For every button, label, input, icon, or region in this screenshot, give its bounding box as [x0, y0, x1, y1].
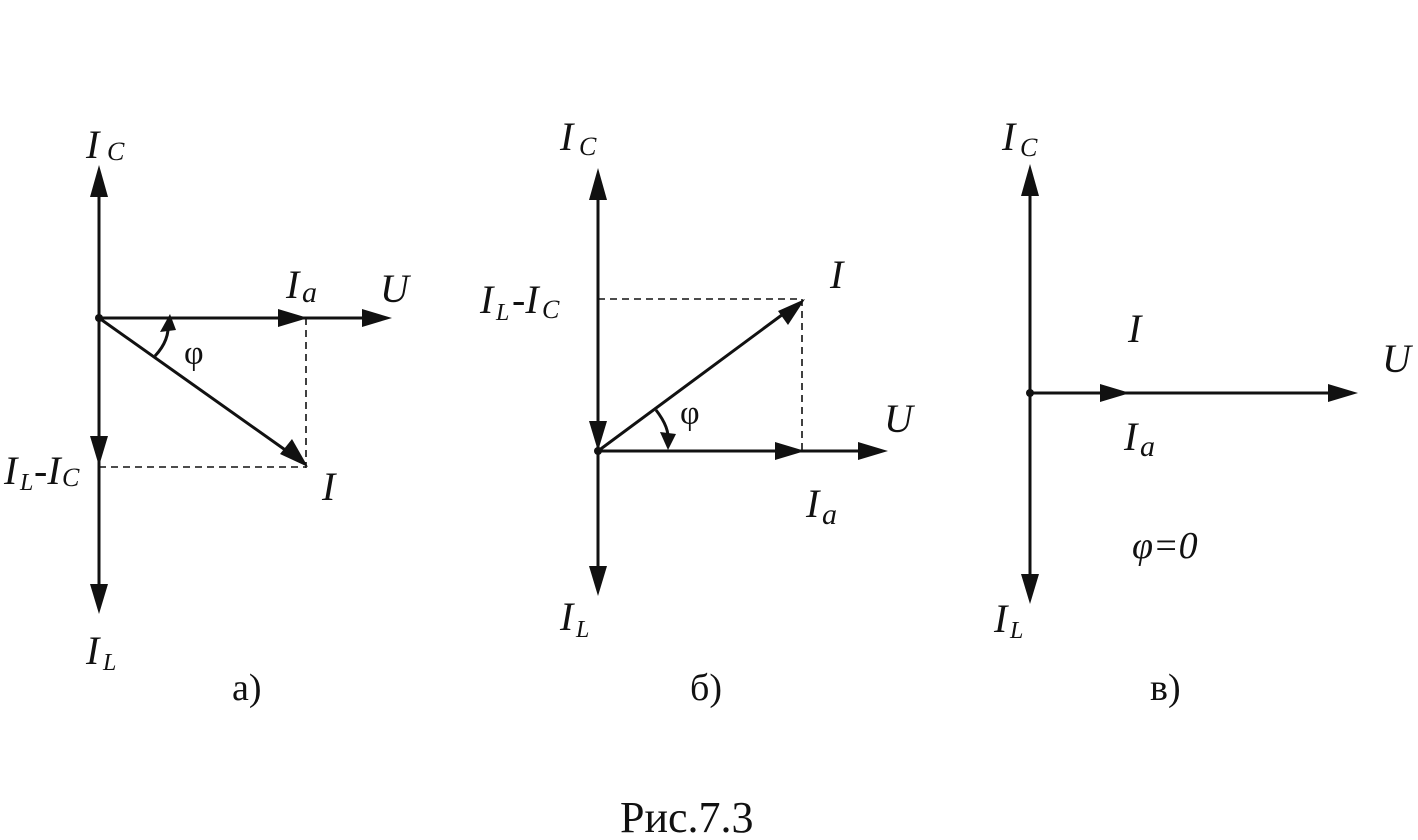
- panel-b: I C I L I U I a φ I L -I C б): [479, 114, 916, 709]
- label-ia-b: I: [805, 481, 821, 526]
- phi-arrowhead-a: [160, 314, 176, 332]
- arrowhead-ia-b: [775, 442, 805, 460]
- label-ia-sub-b: a: [822, 498, 837, 531]
- arrowhead-i-a: [280, 439, 308, 467]
- arrowhead-ic-a: [90, 165, 108, 197]
- label-il-sub-a: L: [102, 650, 116, 676]
- label-phi-a: φ: [184, 335, 204, 372]
- caption-c: в): [1150, 667, 1181, 709]
- arrowhead-u-b: [858, 442, 888, 460]
- label-phi-zero-c: φ=0: [1132, 525, 1198, 567]
- label-il-c: I: [993, 596, 1009, 641]
- label-diff-sub1-b: L: [495, 300, 509, 326]
- origin-b: [594, 447, 602, 455]
- label-ic-b: I: [559, 114, 575, 159]
- label-il-b: I: [559, 594, 575, 639]
- arrowhead-il-c: [1021, 574, 1039, 604]
- arrowhead-il-a: [90, 584, 108, 614]
- label-il-sub-c: L: [1009, 618, 1023, 644]
- label-diff-sub1-a: L: [19, 470, 33, 496]
- label-i-c: I: [1127, 306, 1143, 351]
- arrowhead-diff-b: [589, 421, 607, 451]
- origin-a: [95, 314, 103, 322]
- arrowhead-u-a: [362, 309, 392, 327]
- arrowhead-diff-a: [90, 436, 108, 466]
- phi-arrowhead-b: [660, 432, 676, 450]
- arrowhead-ia-a: [278, 309, 308, 327]
- panel-c: I C I L I U I a φ=0 в): [993, 114, 1414, 709]
- caption-b: б): [690, 667, 722, 709]
- figure-caption: Рис.7.3: [620, 793, 754, 840]
- label-ic-sub-a: C: [107, 137, 125, 166]
- label-ic-c: I: [1001, 114, 1017, 159]
- label-diff-mid-a: -I: [34, 448, 62, 493]
- label-phi-b: φ: [680, 395, 700, 432]
- arrowhead-i-b: [778, 299, 805, 325]
- arrowhead-u-c: [1328, 384, 1358, 402]
- arrowhead-il-b: [589, 566, 607, 596]
- label-ic-sub-c: C: [1020, 133, 1038, 162]
- label-il-sub-b: L: [575, 617, 589, 643]
- label-diff-i1-a: I: [3, 448, 19, 493]
- label-diff-sub2-a: C: [62, 463, 80, 492]
- label-ia-c: I: [1123, 414, 1139, 459]
- label-diff-sub2-b: C: [542, 295, 560, 324]
- label-ic-sub-b: C: [579, 132, 597, 161]
- caption-a: а): [232, 667, 262, 709]
- label-i-b: I: [829, 252, 845, 297]
- label-ia-sub-c: a: [1140, 430, 1155, 463]
- label-diff-mid-b: -I: [512, 277, 540, 322]
- label-u-c: U: [1382, 336, 1414, 381]
- vector-i-b: [597, 304, 795, 453]
- label-diff-i1-b: I: [479, 277, 495, 322]
- arrowhead-ic-c: [1021, 164, 1039, 196]
- label-ia-a: I: [285, 262, 301, 307]
- vector-i-a: [98, 316, 299, 461]
- label-il-a: I: [85, 628, 101, 673]
- origin-c: [1026, 389, 1034, 397]
- label-u-a: U: [380, 266, 412, 311]
- panel-a: I C I L I a U I φ I L -I C а): [3, 122, 412, 709]
- arrowhead-ia-c: [1100, 384, 1130, 402]
- label-i-a: I: [321, 464, 337, 509]
- label-ic-a: I: [85, 122, 101, 167]
- label-ia-sub-a: a: [302, 276, 317, 309]
- label-u-b: U: [884, 396, 916, 441]
- arrowhead-ic-b: [589, 168, 607, 200]
